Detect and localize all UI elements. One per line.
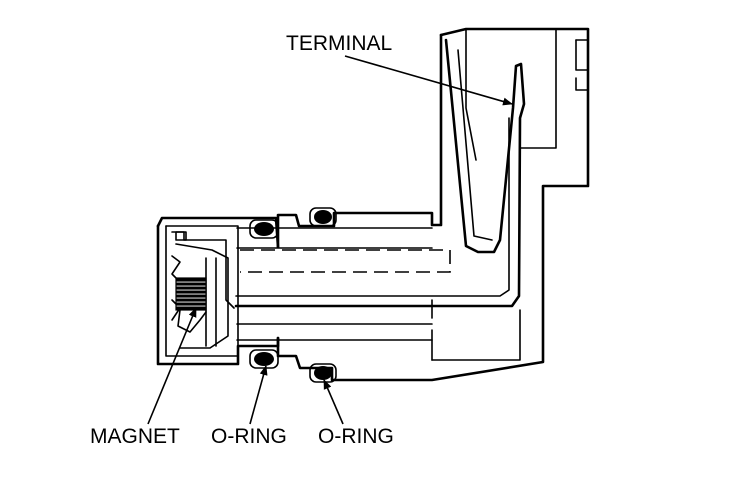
o-ring-right-leader <box>323 379 344 425</box>
o-ring-top-right <box>309 207 337 227</box>
o-ring-bottom-right <box>309 363 337 383</box>
magnet-label: MAGNET <box>90 425 180 448</box>
o-ring-top-left <box>249 219 279 239</box>
magnet-leader <box>147 307 197 425</box>
connector-housing <box>276 27 590 382</box>
terminal-label: TERMINAL <box>286 32 392 55</box>
o-ring-label-left: O-RING <box>211 425 287 448</box>
o-ring-label-right: O-RING <box>318 425 394 448</box>
terminal-leader <box>344 55 513 106</box>
leader-lines <box>147 55 513 425</box>
inner-bore <box>236 227 451 341</box>
terminal-blade <box>234 38 526 308</box>
o-ring-bottom-left <box>249 349 279 369</box>
magnet <box>175 277 207 333</box>
o-ring-left-leader <box>249 365 268 425</box>
